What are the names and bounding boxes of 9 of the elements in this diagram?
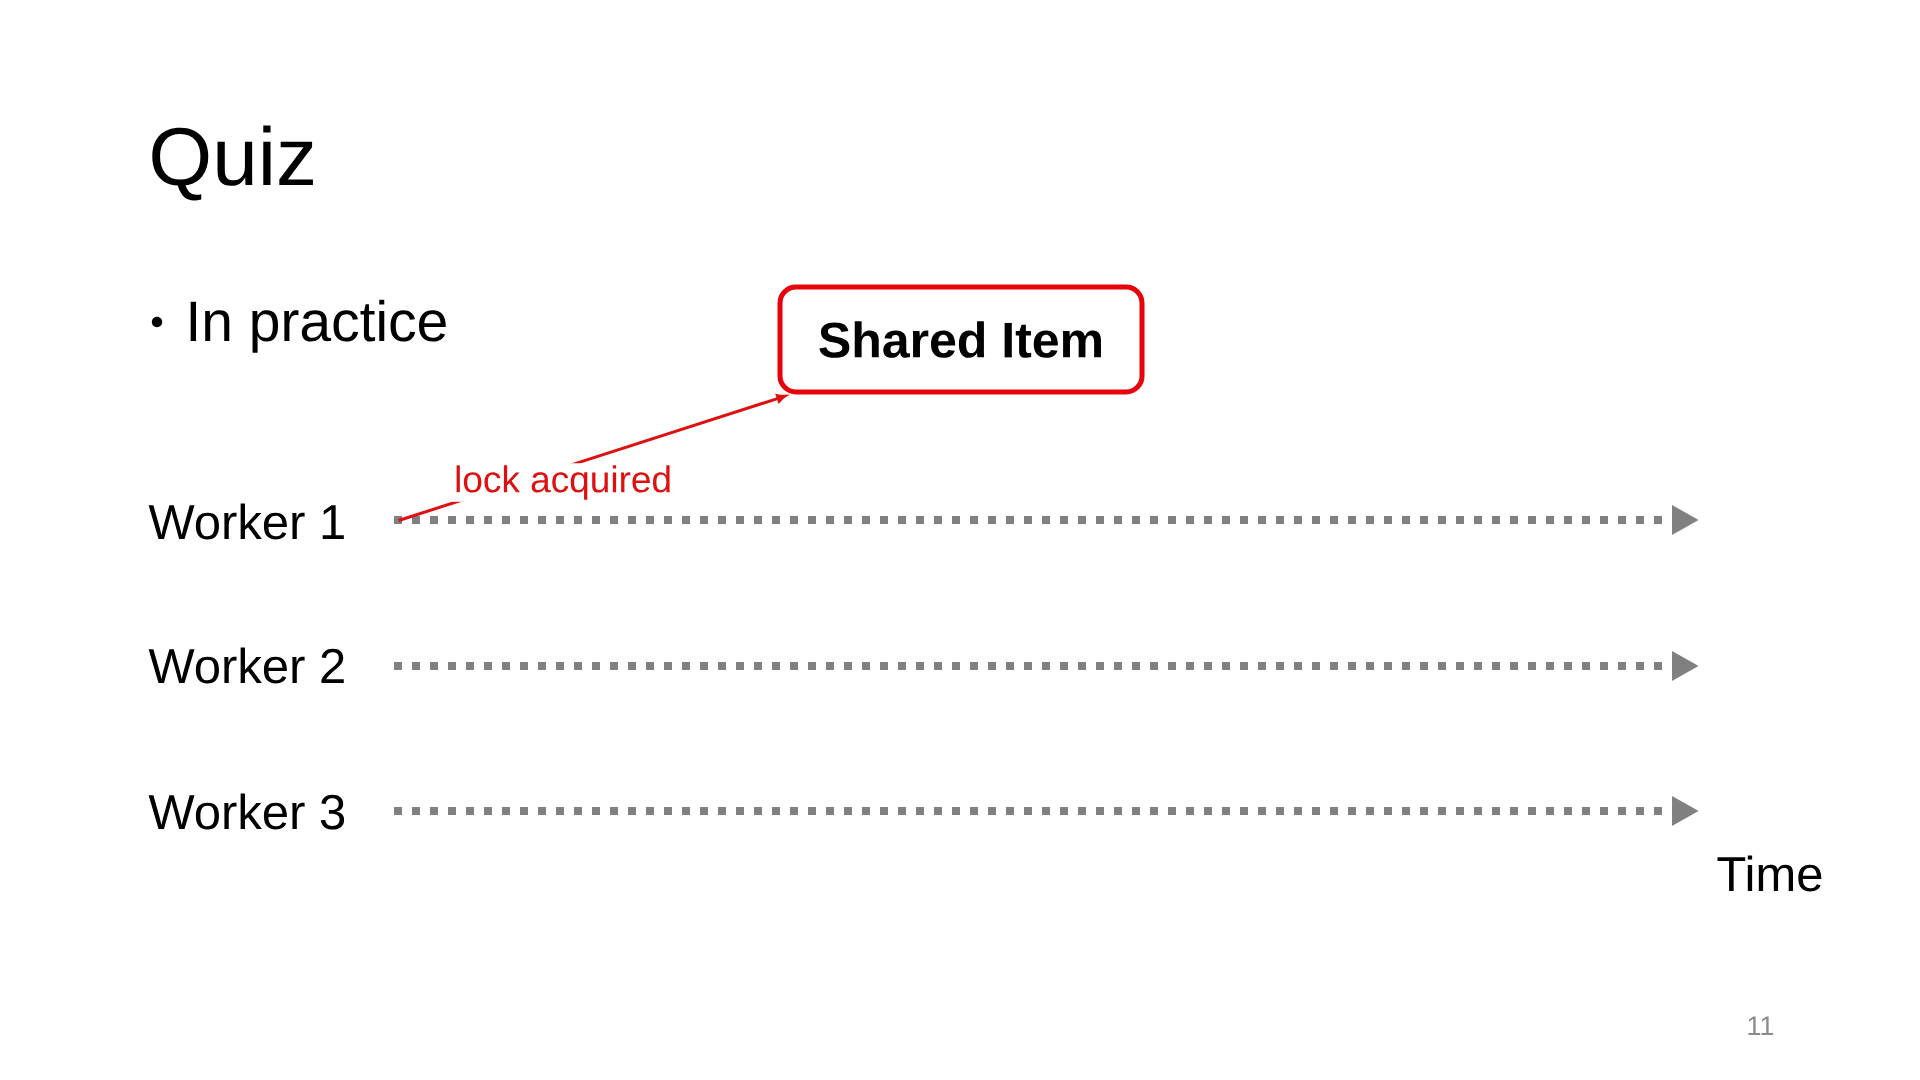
row-label: Worker 3 xyxy=(148,793,345,830)
axis-label: Time xyxy=(1717,855,1822,892)
slide-title: Quiz xyxy=(152,125,313,201)
row-label: Worker 1 xyxy=(148,503,344,540)
rounded-box: Shared Item xyxy=(777,284,1145,395)
page-number: 11 xyxy=(1748,1016,1774,1035)
edge-label: lock acquired xyxy=(452,463,675,502)
row-label: Worker 2 xyxy=(148,647,344,684)
bullet-text: In practice xyxy=(190,299,446,353)
